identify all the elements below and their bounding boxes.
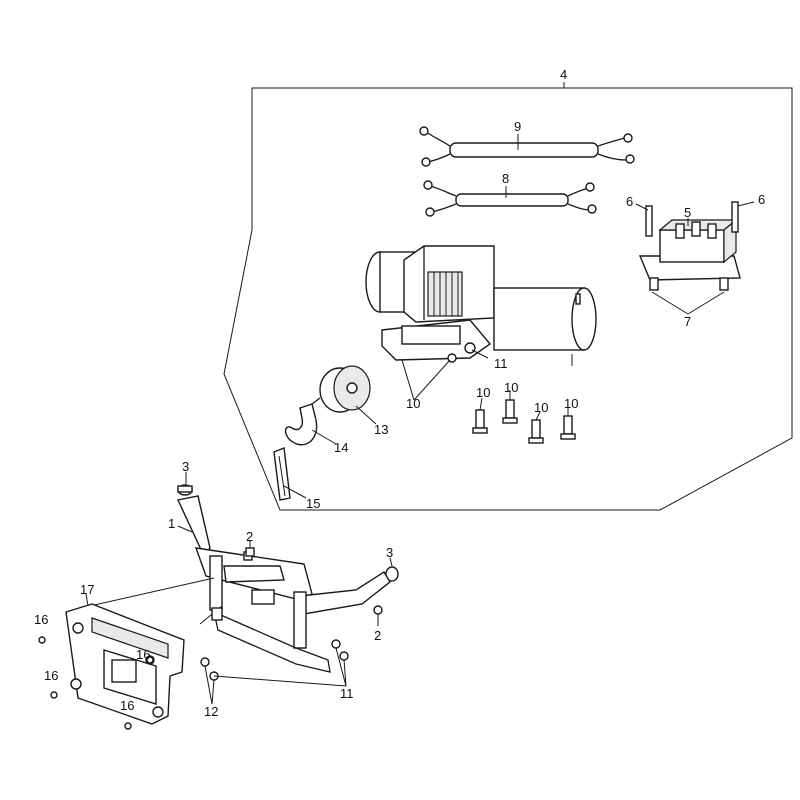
cap-3-left xyxy=(177,484,193,496)
callout-15: 15 xyxy=(306,496,320,511)
callout-10-bolt-d: 10 xyxy=(564,396,578,411)
bolts-10 xyxy=(472,399,576,444)
callout-7: 7 xyxy=(684,314,691,329)
bolt-2-upper xyxy=(245,547,255,557)
callout-16-top: 16 xyxy=(34,612,48,627)
winch-assembly xyxy=(365,245,597,366)
roller-13 xyxy=(319,365,371,413)
winch-kit-boundary xyxy=(223,82,793,511)
wire-harness-9 xyxy=(419,126,635,167)
leader-lines xyxy=(85,134,755,705)
strap-15 xyxy=(273,447,291,501)
callout-1: 1 xyxy=(168,516,175,531)
hook-14 xyxy=(284,397,321,446)
callout-2-upper: 2 xyxy=(246,529,253,544)
callout-labels: 4 9 8 6 5 6 7 11 10 13 14 15 10 10 10 10… xyxy=(34,67,765,719)
callout-10-bolt-b: 10 xyxy=(504,380,518,395)
wire-harness-8 xyxy=(423,180,597,217)
callout-9: 9 xyxy=(514,119,521,134)
bolts-12 xyxy=(200,657,219,681)
callout-11-frame: 11 xyxy=(340,686,354,701)
bolts-16 xyxy=(38,636,154,730)
callout-4: 4 xyxy=(560,67,567,82)
callout-11-winch: 11 xyxy=(494,356,508,371)
callout-14: 14 xyxy=(334,440,348,455)
callout-17: 17 xyxy=(80,582,94,597)
callout-3-left: 3 xyxy=(182,459,189,474)
callout-5: 5 xyxy=(684,205,691,220)
callout-8: 8 xyxy=(502,171,509,186)
callout-6-right: 6 xyxy=(758,192,765,207)
callout-12: 12 xyxy=(204,704,218,719)
nuts-11 xyxy=(331,639,349,661)
callout-10-bolt-c: 10 xyxy=(534,400,548,415)
callout-2-right: 2 xyxy=(374,628,381,643)
callout-16-bottom: 16 xyxy=(120,698,134,713)
callout-16-plate: 16 xyxy=(136,647,150,662)
callout-10-winch: 10 xyxy=(406,396,420,411)
callout-10-bolt-a: 10 xyxy=(476,385,490,400)
front-plate-17 xyxy=(65,603,185,725)
callout-3-right: 3 xyxy=(386,545,393,560)
callout-6-left: 6 xyxy=(626,194,633,209)
solenoid-box-5 xyxy=(638,201,741,291)
bolt-2-right xyxy=(373,605,383,615)
callout-16-middle: 16 xyxy=(44,668,58,683)
callout-13: 13 xyxy=(374,422,388,437)
